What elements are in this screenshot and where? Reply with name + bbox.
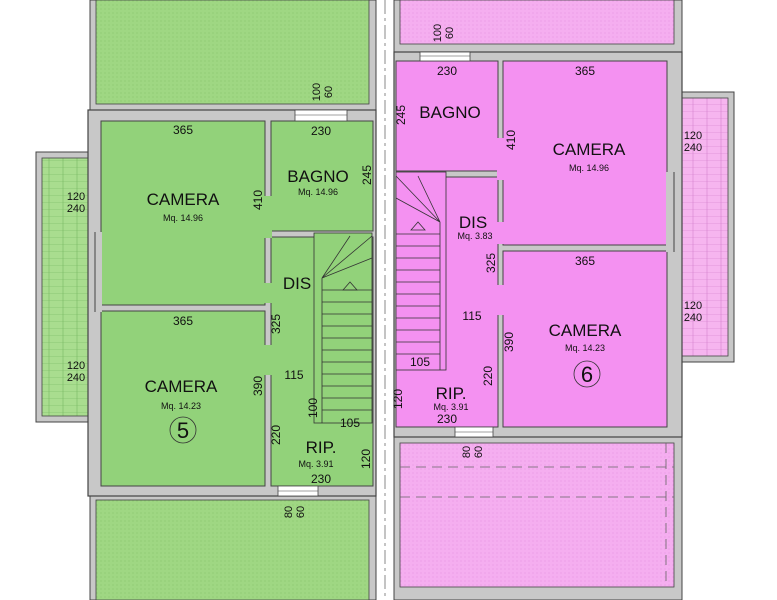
unit5-rip-height: 220 bbox=[269, 425, 283, 445]
unit5-bagno-height: 245 bbox=[360, 165, 374, 185]
unit6-stair-width: 105 bbox=[410, 355, 430, 369]
unit5-balcony-door bbox=[95, 232, 102, 312]
unit6-rip-side: 120 bbox=[391, 389, 405, 409]
unit5-window-bottom-d2: 60 bbox=[295, 506, 307, 518]
unit5-window-bottom bbox=[277, 485, 319, 497]
unit6-window-bottom bbox=[454, 426, 494, 438]
unit5-terrace-bottom bbox=[89, 493, 377, 600]
unit5-balcony-bottom-d2: 240 bbox=[67, 372, 85, 384]
unit6-window-bottom-d1: 80 bbox=[461, 446, 473, 458]
unit6-balcony-top-d2: 240 bbox=[684, 142, 702, 154]
unit6-rip-height: 220 bbox=[481, 366, 495, 386]
unit6-number-circle bbox=[573, 360, 601, 388]
unit6-terrace-bottom bbox=[393, 436, 683, 600]
unit6-dis-height: 325 bbox=[484, 253, 498, 273]
unit6-window-top bbox=[419, 51, 471, 62]
unit5-rip-width: 230 bbox=[311, 472, 331, 486]
unit5-camera-bottom-area: Mq. 14.23 bbox=[161, 401, 201, 411]
unit5-stair-height: 100 bbox=[306, 398, 320, 418]
unit6-door-camera-top bbox=[497, 138, 505, 180]
unit5-window-top bbox=[294, 109, 348, 122]
unit6-camera-top-width: 365 bbox=[575, 64, 595, 78]
unit5-balcony-top-d1: 120 bbox=[67, 191, 85, 203]
unit5-dis-height: 325 bbox=[269, 314, 283, 334]
unit6-rip-name: RIP. bbox=[436, 384, 467, 403]
unit5-camera-top-name: CAMERA bbox=[147, 190, 220, 209]
unit6-bagno-width: 230 bbox=[437, 64, 457, 78]
unit6-window-bottom-d2: 60 bbox=[473, 446, 485, 458]
unit5-rip-name: RIP. bbox=[306, 438, 337, 457]
unit6-door-camera-bottom bbox=[497, 285, 505, 315]
unit6-camera-top bbox=[502, 60, 668, 246]
unit6-number: 6 bbox=[581, 362, 593, 387]
unit6-camera-bottom-height: 390 bbox=[502, 332, 516, 352]
unit6-balcony-bottom-d1: 120 bbox=[684, 300, 702, 312]
unit6-staircase bbox=[395, 171, 447, 371]
unit6-camera-bottom-area: Mq. 14.23 bbox=[565, 343, 605, 353]
unit5-camera-top bbox=[100, 120, 266, 306]
unit5-window-bottom-d1: 80 bbox=[283, 506, 295, 518]
unit5-balcony-top-d2: 240 bbox=[67, 203, 85, 215]
unit5-dis-width: 115 bbox=[284, 368, 303, 382]
unit5-camera-bottom-name: CAMERA bbox=[145, 377, 218, 396]
unit6-balcony-bottom-d2: 240 bbox=[684, 312, 702, 324]
unit5-camera-bottom-height: 390 bbox=[251, 376, 265, 396]
unit6-camera-top-area: Mq. 14.96 bbox=[569, 163, 609, 173]
unit6-camera-bottom-name: CAMERA bbox=[549, 321, 622, 340]
unit6-door-dis bbox=[497, 222, 505, 244]
unit6-rip-area: Mq. 3.91 bbox=[433, 402, 468, 412]
unit6-bagno bbox=[395, 60, 499, 172]
unit5-staircase bbox=[313, 232, 373, 424]
unit6-rip-width: 230 bbox=[437, 412, 457, 426]
unit6-balcony-door bbox=[666, 172, 674, 252]
unit5-camera-top-width: 365 bbox=[173, 123, 193, 137]
unit5-terrace-top bbox=[89, 0, 377, 111]
unit5-window-top-d1: 100 bbox=[311, 83, 323, 101]
unit6-camera-top-height: 410 bbox=[504, 130, 518, 150]
unit5-rip-side: 120 bbox=[359, 449, 373, 469]
unit6-dis-name: DIS bbox=[459, 213, 487, 232]
unit6-dis-width: 115 bbox=[462, 309, 481, 323]
unit6-balcony-top-d1: 120 bbox=[684, 130, 702, 142]
unit6-camera-top-name: CAMERA bbox=[553, 140, 626, 159]
unit6-dis-area: Mq. 3.83 bbox=[457, 231, 492, 241]
unit5-stair-width: 105 bbox=[340, 416, 360, 430]
unit5-camera-bottom bbox=[100, 310, 266, 487]
unit5-door-camera-top bbox=[264, 196, 272, 238]
unit5-bagno-name: BAGNO bbox=[287, 167, 348, 186]
unit6-bagno-height: 245 bbox=[394, 105, 408, 125]
unit6-terrace-top bbox=[393, 0, 683, 53]
unit5-dis-name: DIS bbox=[283, 274, 311, 293]
unit5-door-camera-bottom bbox=[264, 345, 272, 375]
unit5-camera-top-area: Mq. 14.96 bbox=[163, 213, 203, 223]
unit5-camera-top-height: 410 bbox=[251, 190, 265, 210]
unit5-door-dis bbox=[264, 283, 272, 303]
unit6-bagno-name: BAGNO bbox=[419, 103, 480, 122]
unit5-number: 5 bbox=[177, 418, 189, 443]
unit5-balcony-bottom-d1: 120 bbox=[67, 360, 85, 372]
unit6-window-top-d1: 100 bbox=[432, 24, 444, 42]
unit6-camera-bottom-width: 365 bbox=[575, 254, 595, 268]
unit5-camera-bottom-width: 365 bbox=[173, 314, 193, 328]
unit5-rip-area: Mq. 3.91 bbox=[298, 459, 333, 469]
unit5-bagno-width: 230 bbox=[311, 124, 331, 138]
unit5-bagno-area: Mq. 14.96 bbox=[298, 187, 338, 197]
unit5-window-top-d2: 60 bbox=[323, 86, 335, 98]
unit6-camera-bottom bbox=[502, 250, 668, 428]
unit6-window-top-d2: 60 bbox=[444, 27, 456, 39]
unit5-number-circle bbox=[169, 416, 197, 444]
